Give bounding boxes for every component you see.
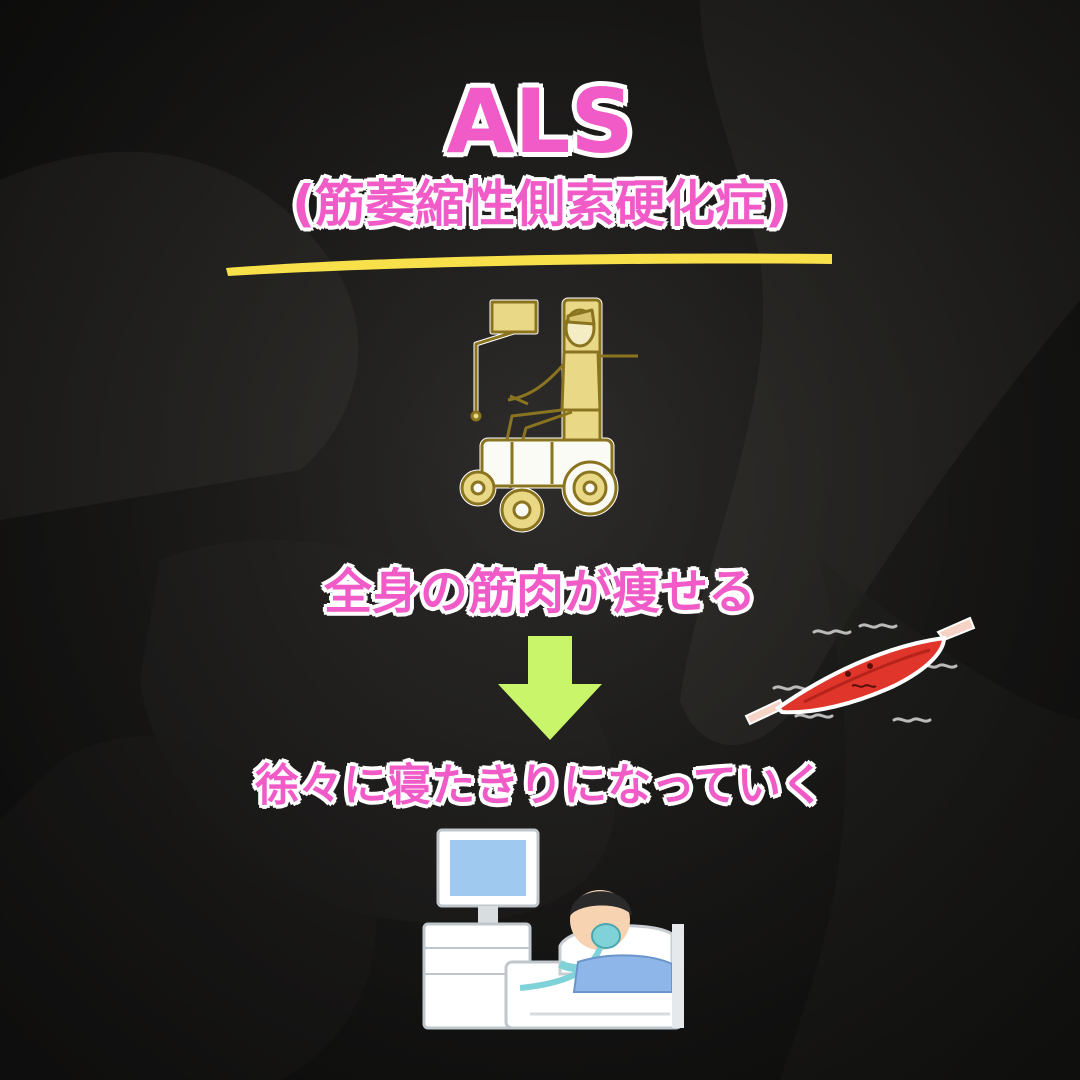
progression-text: 徐々に寝たきりになっていく [255,760,825,811]
patient-on-ventilator-icon [422,828,684,1030]
arrow-down-icon [498,636,602,740]
yellow-brush-underline [226,253,832,276]
subtitle-disease-name: (筋萎縮性側索硬化症) [292,175,788,233]
symptom-text: 全身の筋肉が痩せる [323,564,756,620]
trembling-muscle-icon [744,616,976,726]
person-in-electric-wheelchair-icon [459,297,638,533]
title-als: ALS [446,70,634,173]
